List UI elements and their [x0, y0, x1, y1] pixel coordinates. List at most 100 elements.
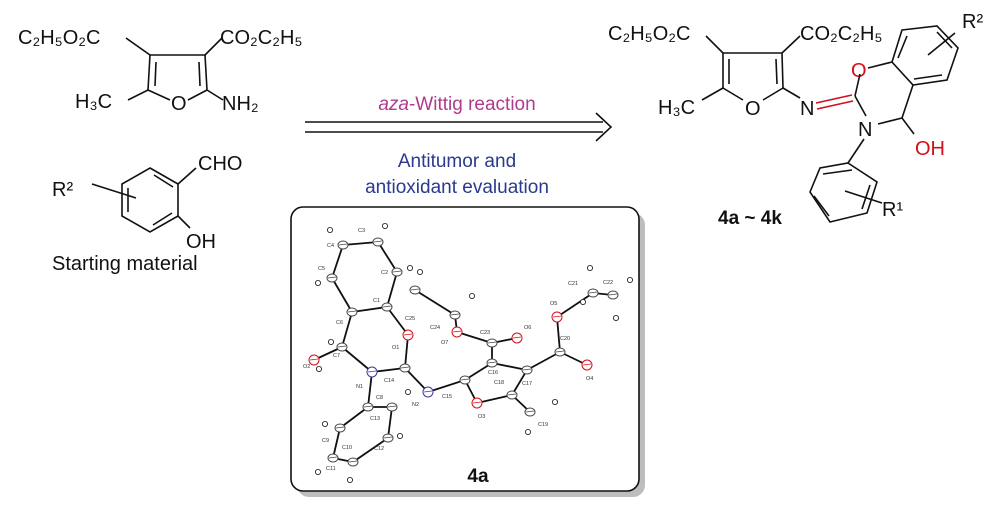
atom-octant-line: [555, 350, 565, 353]
atom-label: C17: [522, 381, 532, 387]
atom-octant-line: [450, 313, 460, 316]
atom-octant-line: [588, 291, 598, 294]
atom-c7: [336, 342, 348, 352]
ester-left-label: C₂H₅O₂C: [18, 27, 100, 49]
atom-octant-line: [552, 315, 562, 318]
atom-o5: [551, 311, 563, 323]
methyl-label: H₃C: [75, 91, 112, 113]
product-methyl: H₃C: [658, 97, 695, 119]
atom-octant-line: [410, 288, 420, 291]
ortep-structure: C1C2C3C4C5C6C7C8C9C10C11C12C13C14C15C16C…: [303, 222, 634, 483]
bond-N1-C14: [371, 367, 406, 373]
atom-o7: [451, 326, 463, 338]
atom-o1: [402, 329, 414, 341]
bond-O5-C21: [556, 292, 594, 318]
atom-c1: [381, 302, 393, 312]
atom-label: C19: [538, 422, 548, 428]
reaction-arrow: aza-Wittig reaction Antitumor and antiox…: [305, 94, 613, 198]
bond-C12-C10: [352, 437, 389, 463]
atom-c3: [372, 237, 384, 247]
hydrogen-atom: [326, 226, 333, 233]
bond-O3-C18: [476, 394, 513, 404]
hydrogen-atom: [613, 314, 620, 321]
atom-octant-line: [507, 393, 517, 396]
bond-N2-C15: [427, 379, 466, 393]
atom-label: C15: [442, 394, 452, 400]
atom-octant-line: [487, 361, 497, 364]
atom-octant-line: [382, 305, 392, 308]
reaction-conditions: aza-Wittig reaction: [378, 94, 535, 115]
atom-octant-line: [335, 426, 345, 429]
hydrogen-atom: [327, 338, 334, 345]
hydrogen-atom: [396, 432, 403, 439]
atom-n1: [366, 366, 378, 378]
atom-octant-line: [608, 293, 618, 296]
atom-n2: [422, 386, 434, 398]
atom-o6: [511, 332, 523, 344]
atom-label: C10: [342, 445, 352, 451]
starting-material-label: Starting material: [52, 253, 198, 275]
atom-octant-line: [525, 410, 535, 413]
bond-C17-C20: [526, 351, 561, 371]
atom-c8: [362, 402, 374, 412]
atom-label: C14: [384, 378, 394, 384]
atom-label: O5: [550, 301, 557, 307]
atom-label: C9: [322, 438, 329, 444]
hydrogen-atom: [346, 476, 353, 483]
bond-N1-C8: [367, 371, 373, 408]
atom-octant-line: [487, 341, 497, 344]
aldehyde-label: CHO: [198, 153, 242, 175]
atom-c21: [587, 288, 599, 298]
atom-octant-line: [522, 368, 532, 371]
atom-octant-line: [582, 363, 592, 366]
hydrogen-atom: [525, 428, 532, 435]
atom-c14: [399, 363, 411, 373]
hydrogen-atom: [627, 276, 634, 283]
atom-octant-line: [423, 390, 433, 393]
hydrogen-atom: [552, 398, 559, 405]
atom-label: C5: [318, 266, 325, 272]
atom-c9: [334, 423, 346, 433]
bond-C24-C25: [414, 289, 456, 316]
bond-C6-C7: [341, 311, 353, 348]
atom-label: O4: [586, 376, 593, 382]
amine-label: NH₂: [222, 93, 259, 115]
bond-C23-O7: [456, 331, 493, 344]
atom-octant-line: [337, 345, 347, 348]
atom-label: C21: [568, 281, 578, 287]
crystal-structure-panel: C1C2C3C4C5C6C7C8C9C10C11C12C13C14C15C16C…: [290, 206, 645, 497]
atom-c24: [449, 310, 461, 320]
product-ester-right: CO₂C₂H₅: [800, 23, 882, 45]
atom-c17: [521, 365, 533, 375]
atom-label: O2: [303, 364, 310, 370]
atom-c12: [382, 433, 394, 443]
atom-octant-line: [373, 240, 383, 243]
bond-C7-N1: [341, 346, 373, 373]
bond-C11-C9: [332, 427, 341, 459]
atom-octant-line: [348, 460, 358, 463]
atom-label: C24: [430, 325, 440, 331]
hydrogen-atom: [314, 468, 321, 475]
hydrogen-atom: [580, 298, 587, 305]
bond-C14-N2: [404, 367, 429, 393]
benzene-ring: [91, 167, 197, 233]
hydrogen-atom: [587, 264, 594, 271]
hydrogen-atom: [315, 365, 322, 372]
atom-octant-line: [338, 243, 348, 246]
atom-c16: [486, 358, 498, 368]
atom-octant-line: [383, 436, 393, 439]
atom-c11: [327, 453, 339, 463]
bond-C1-C2: [386, 271, 398, 308]
atom-c18: [506, 390, 518, 400]
product-imine-nitrogen: N: [800, 98, 814, 120]
bond-O1-C1: [386, 306, 409, 336]
bond-C18-C17: [511, 369, 528, 396]
atom-octant-line: [452, 330, 462, 333]
atom-c6: [346, 307, 358, 317]
bond-C15-C16: [464, 362, 493, 381]
atom-o2: [308, 354, 320, 366]
furan-bonds: [125, 37, 224, 101]
atom-octant-line: [367, 370, 377, 373]
product-ester-left: C₂H₅O₂C: [608, 23, 690, 45]
